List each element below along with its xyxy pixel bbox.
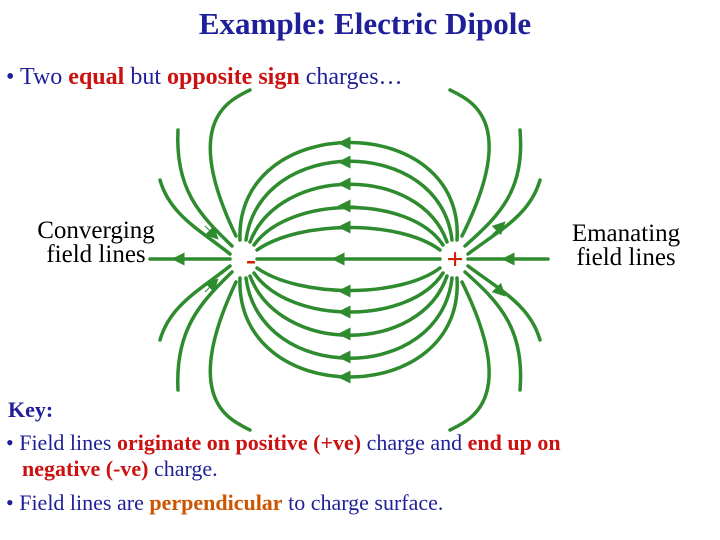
highlight-originate: originate on positive (+ve): [116, 430, 362, 455]
field-line-lower-1: [255, 266, 442, 293]
field-line-left-open-4: [158, 264, 232, 342]
bullet-mark: •: [6, 64, 15, 90]
bullet-text: charges…: [299, 64, 403, 90]
highlight-equal: equal: [68, 64, 125, 90]
field-line-right-open-4: [466, 264, 542, 342]
label-line: Converging: [37, 217, 155, 244]
key-text: to charge surface.: [282, 490, 444, 515]
label-line: Emanating: [571, 220, 681, 247]
field-line-left-open-1: [176, 128, 234, 248]
highlight-opposite-sign: opposite sign: [166, 64, 300, 90]
arrow-icon: [204, 278, 219, 293]
arrow-icon: [491, 282, 506, 297]
label-emanating: Emanating field lines: [548, 220, 704, 271]
intro-bullet: • Two equal but opposite sign charges…: [6, 64, 403, 91]
field-line-outer-upper-left: [208, 88, 252, 238]
negative-charge: -: [246, 243, 256, 276]
key-bullet-1-continued: negative (-ve) charge.: [22, 456, 218, 482]
arrow-icon: [204, 225, 219, 240]
arrow-icon: [491, 221, 506, 236]
highlight-negative: negative (-ve): [22, 456, 149, 481]
bullet-mark: •: [6, 430, 14, 455]
field-line-lower-3: [248, 274, 449, 337]
label-line: field lines: [46, 241, 146, 268]
key-text: Field lines: [13, 430, 117, 455]
key-text: charge.: [148, 456, 218, 481]
bullet-text: Two: [14, 64, 69, 90]
key-text: Field lines are: [13, 490, 150, 515]
key-heading: Key:: [8, 397, 54, 422]
field-line-upper-1: [255, 225, 442, 252]
field-line-outer-lower-left: [208, 280, 252, 432]
page-title: Example: Electric Dipole: [198, 6, 532, 41]
field-line-outer-lower: [448, 280, 491, 432]
field-line-right-open-3: [463, 270, 523, 392]
positive-charge: +: [446, 243, 464, 276]
field-line-outer-upper: [448, 88, 491, 238]
highlight-perpendicular: perpendicular: [149, 490, 283, 515]
field-line-left-open-2: [158, 178, 232, 256]
field-line-upper-3: [248, 182, 449, 244]
field-arrows: [171, 136, 520, 384]
field-line-left-open-3: [176, 270, 234, 392]
field-line-right-open-2: [466, 178, 542, 256]
key-text: charge and: [361, 430, 468, 455]
key-bullet-2: • Field lines are perpendicular to charg…: [6, 490, 443, 516]
label-converging: Converging field lines: [18, 217, 174, 268]
key-bullet-1: • Field lines originate on positive (+ve…: [6, 430, 561, 456]
highlight-end-up: end up on: [467, 430, 561, 455]
label-line: field lines: [576, 244, 676, 271]
field-line-right-open-1: [463, 128, 523, 248]
bullet-text: but: [124, 64, 167, 90]
bullet-mark: •: [6, 490, 14, 515]
